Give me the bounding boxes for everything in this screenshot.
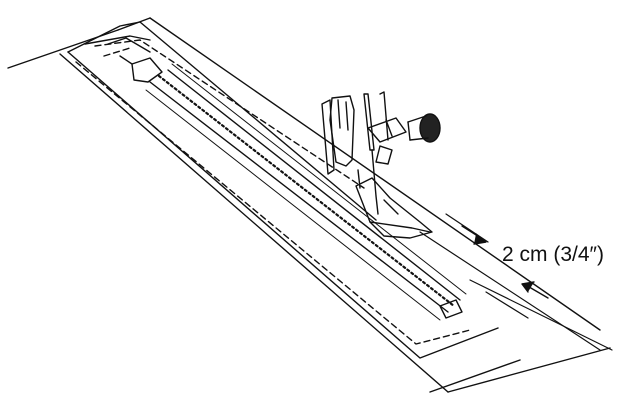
measurement-label: 2 cm (3/4″) <box>502 243 604 266</box>
measurement-guides <box>419 213 613 351</box>
seam-allowance-panel <box>67 21 499 359</box>
zipper-icon <box>145 63 467 321</box>
zipper-stop-icon <box>439 299 463 319</box>
presser-foot-icon <box>321 91 441 239</box>
fabric-panel <box>7 17 611 393</box>
basting-stitches <box>75 39 471 345</box>
zipper-slider-icon <box>107 37 163 83</box>
arrow-icon <box>461 225 549 299</box>
